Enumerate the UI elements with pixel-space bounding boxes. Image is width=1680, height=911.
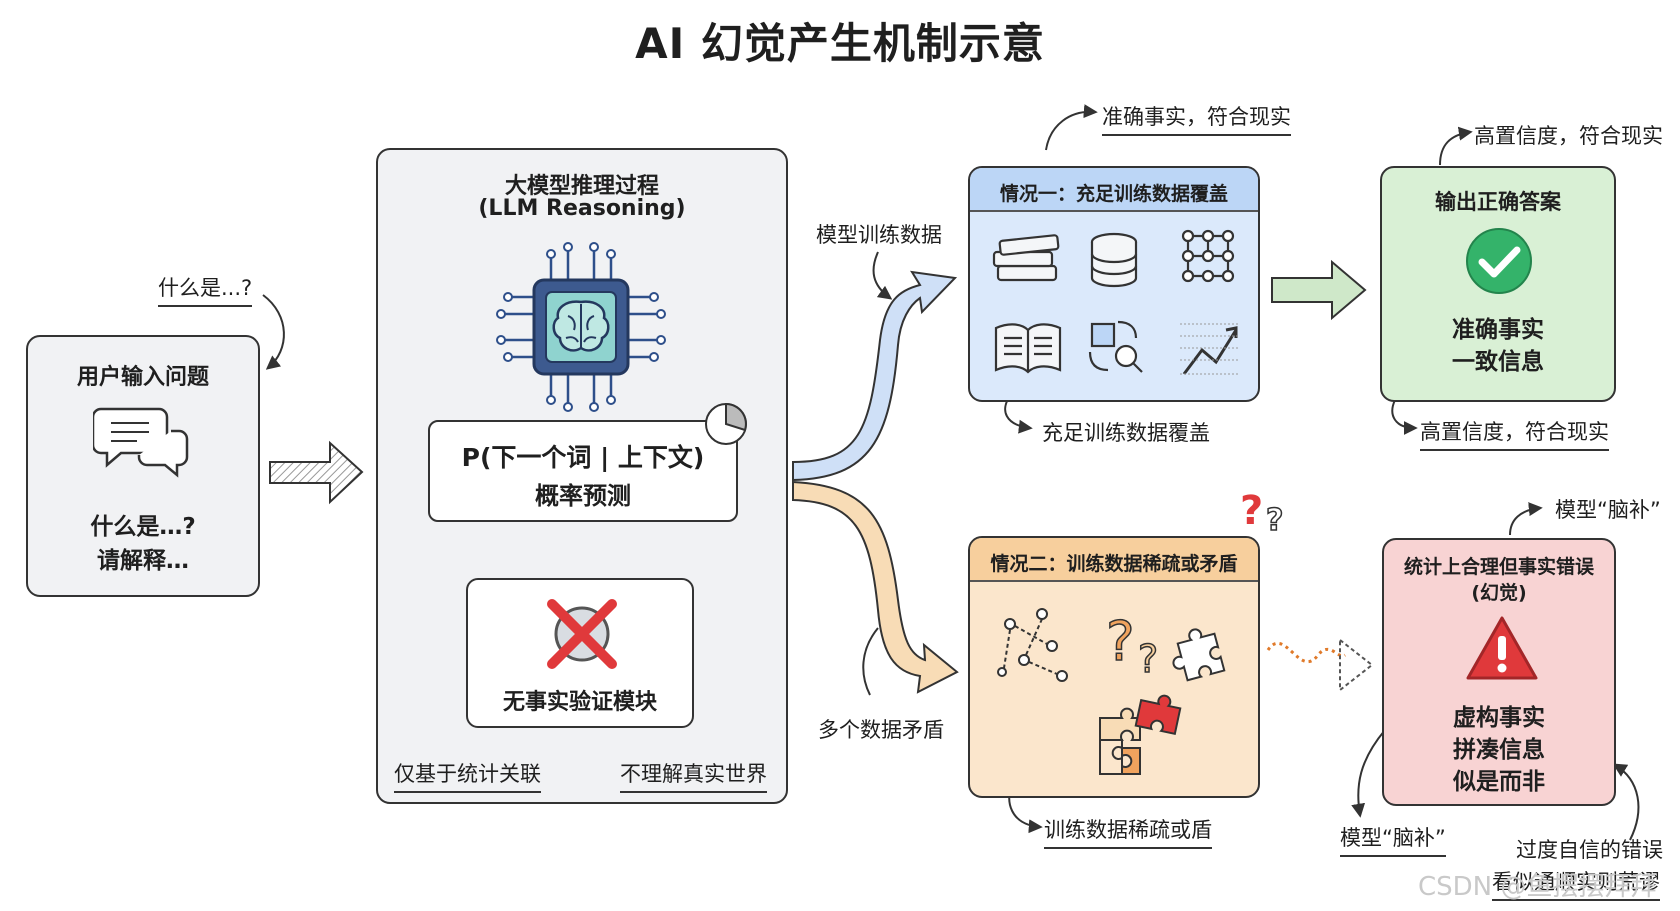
check-icon — [1466, 228, 1532, 294]
arrow-to-case1 — [792, 270, 958, 482]
hallucination-line2: 拼凑信息 — [1453, 737, 1545, 763]
hallucination-right-note-1: 过度自信的错误 — [1516, 838, 1663, 862]
user-input-box: 用户输入问题 什么是…? 请解释… — [26, 335, 260, 597]
user-annotation: 什么是...? — [158, 272, 253, 307]
svg-text:?: ? — [1266, 503, 1283, 536]
probability-caption: 概率预测 — [535, 482, 631, 510]
case1-icon-grid — [992, 229, 1240, 375]
hallucination-heading-line1: 统计上合理但事实错误 — [1403, 556, 1594, 578]
cross-icon — [547, 599, 617, 669]
hallucination-left-note: 模型“脑补” — [1340, 822, 1446, 857]
hallucination-line1: 虚构事实 — [1453, 705, 1545, 731]
correct-output-line2: 一致信息 — [1452, 349, 1544, 375]
user-question-line2: 请解释… — [97, 548, 189, 574]
llm-heading-line1: 大模型推理过程 — [504, 174, 659, 199]
case1-header-band — [970, 168, 1258, 212]
case2-header: 情况二：训练数据稀疏或矛盾 — [990, 553, 1238, 575]
arrow-to-case2 — [792, 480, 959, 694]
page-title: AI 幻觉产生机制示意 — [635, 19, 1045, 68]
pie-chart-icon — [705, 402, 747, 445]
case2-header-band — [970, 538, 1258, 582]
hallucination-heading-line2: (幻觉) — [1471, 582, 1527, 604]
correct-output-bottom-note: 高置信度，符合现实 — [1420, 416, 1609, 451]
svg-text:?: ? — [1138, 637, 1158, 681]
hallucination-line3: 似是而非 — [1453, 769, 1545, 795]
dotted-wave — [1266, 641, 1346, 664]
question-marks-icon: ? ? — [1240, 488, 1284, 536]
case2-bottom-note: 训练数据稀疏或盾 — [1044, 814, 1212, 849]
case2-box: 情况二：训练数据稀疏或矛盾 ? ? — [968, 536, 1260, 798]
probability-box: P(下一个词 | 上下文) 概率预测 — [428, 420, 738, 522]
case1-bottom-note: 充足训练数据覆盖 — [1042, 421, 1210, 445]
user-input-heading: 用户输入问题 — [76, 365, 209, 390]
hallucination-top-note: 模型“脑补” — [1555, 498, 1661, 522]
llm-note-no-understanding: 不理解真实世界 — [620, 758, 767, 793]
hallucination-output-box: 统计上合理但事实错误 (幻觉) 虚构事实 拼凑信息 似是而非 — [1382, 538, 1616, 806]
svg-text:?: ? — [1106, 610, 1135, 673]
flow-label-training-data: 模型训练数据 — [816, 223, 942, 247]
dotted-arrowhead — [1339, 637, 1374, 693]
arrow-case1-to-output — [1271, 259, 1367, 321]
case2-icon-group: ? ? — [997, 608, 1226, 775]
user-question-line1: 什么是…? — [90, 514, 196, 540]
no-verification-box: 无事实验证模块 — [466, 578, 694, 728]
svg-text:?: ? — [1240, 488, 1263, 534]
no-verification-label: 无事实验证模块 — [502, 690, 657, 715]
case1-header: 情况一：充足训练数据覆盖 — [999, 183, 1228, 205]
hallucination-right-note-2: 看似通顺实则荒谬 — [1492, 866, 1660, 901]
flow-label-data-conflict: 多个数据矛盾 — [818, 718, 944, 742]
correct-output-line1: 准确事实 — [1452, 317, 1544, 343]
correct-output-box: 输出正确答案 准确事实 一致信息 — [1380, 166, 1616, 402]
case1-top-note: 准确事实，符合现实 — [1102, 101, 1291, 136]
correct-output-top-note: 高置信度，符合现实 — [1474, 124, 1663, 148]
llm-heading-line2: (LLM Reasoning) — [478, 196, 686, 221]
correct-output-heading: 输出正确答案 — [1435, 190, 1561, 214]
chat-bubbles-icon — [93, 407, 189, 478]
llm-reasoning-box: 大模型推理过程 (LLM Reasoning) P(下一个词 | 上下文) 概率… — [376, 148, 788, 804]
case1-box: 情况一：充足训练数据覆盖 — [968, 166, 1260, 402]
brain-chip-icon — [496, 242, 666, 412]
arrow-user-to-llm — [269, 440, 364, 505]
watermark: CSDN @鱼摆摆拜拜 — [1418, 872, 1657, 902]
probability-formula: P(下一个词 | 上下文) — [461, 443, 705, 472]
llm-note-statistical: 仅基于统计关联 — [394, 758, 541, 793]
warning-icon — [1466, 616, 1538, 680]
